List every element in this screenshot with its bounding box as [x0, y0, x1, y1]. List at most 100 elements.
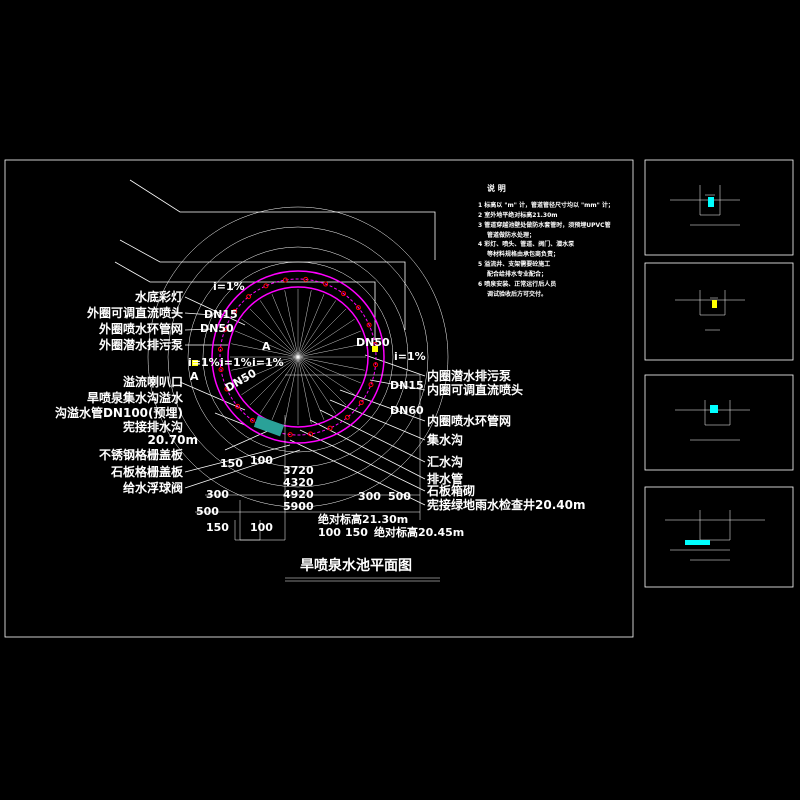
- label-elevation: 20.70m: [148, 433, 198, 447]
- slope: i=1%: [394, 350, 426, 363]
- pipe-size: DN15: [390, 379, 424, 392]
- spoke-line: [297, 356, 355, 395]
- dimension: 100: [250, 521, 273, 534]
- label-stone-masonry: 石板箱砌: [426, 483, 475, 498]
- nozzle-marker: [282, 277, 288, 283]
- spoke-line: [297, 356, 347, 406]
- dimensions: 150 100 3720 4320 4920 5900 300 500 300 …: [196, 454, 464, 539]
- label-overflow-pipe: 沟溢水管DN100(预埋): [55, 405, 183, 420]
- nozzle-marker: [368, 382, 374, 388]
- spoke-line: [297, 343, 365, 358]
- nozzle-marker: [249, 417, 255, 423]
- nozzle-marker: [373, 362, 379, 368]
- note-line: 5 溢流井、支架需要砼施工: [478, 260, 550, 268]
- label-float-valve: 给水浮球阀: [123, 480, 183, 495]
- detail-sketches: [665, 185, 765, 561]
- label-inner-pump: 内圈潜水排污泵: [427, 368, 511, 383]
- spoke-line: [284, 290, 299, 358]
- label-outer-pump: 外圈潜水排污泵: [99, 337, 183, 352]
- pipe-size: DN60: [390, 404, 424, 417]
- dimension: 150: [345, 526, 368, 539]
- pipe-labels: DN15 DN50 DN50 DN50 DN15 DN60 i=1% i=1% …: [188, 280, 426, 417]
- dimension: 300: [358, 490, 381, 503]
- spoke-line: [260, 300, 299, 358]
- label-drain-ditch: 宪接排水沟: [123, 419, 183, 434]
- nozzle-marker: [224, 386, 230, 392]
- nozzle-marker: [341, 291, 347, 297]
- label-trench-overflow: 旱喷泉集水沟溢水: [87, 390, 184, 405]
- nozzle-marker: [358, 400, 364, 406]
- nozzle-marker: [323, 281, 329, 287]
- nozzle-marker: [246, 294, 252, 300]
- slope: i=1%: [220, 356, 252, 369]
- pipe-size: DN50: [356, 336, 390, 349]
- note-line: 配合给排水专业配合；: [487, 270, 547, 278]
- slope: i=1%: [188, 356, 220, 369]
- label-inner-ring-pipe: 内圈喷水环管网: [427, 413, 511, 428]
- dimension: 5900: [283, 500, 314, 513]
- pipe-size: DN15: [204, 308, 238, 321]
- label-collect-trench: 集水沟: [426, 432, 463, 447]
- nozzle-marker: [327, 425, 333, 431]
- nozzle-marker: [235, 403, 241, 409]
- elevation: 绝对标高20.45m: [374, 525, 464, 539]
- slope: i=1%: [213, 280, 245, 293]
- spoke-line: [241, 356, 299, 395]
- nozzle-marker: [366, 322, 372, 328]
- spoke-line: [235, 356, 299, 384]
- dimension: 4320: [283, 476, 314, 489]
- label-steel-grate: 不锈钢格栅盖板: [99, 447, 184, 462]
- notes-block: 说 明 1 标高以 "m" 计，管道管径尺寸均以 "mm" 计； 2 室外地平绝…: [478, 183, 614, 298]
- label-overflow-bell: 溢流喇叭口: [123, 374, 183, 389]
- nozzle-marker: [222, 326, 228, 332]
- label-underwater-lamp: 水底彩灯: [135, 289, 183, 304]
- spoke-line: [284, 356, 299, 424]
- nozzle-marker: [303, 276, 309, 282]
- detail-panel-3: [644, 374, 794, 471]
- spoke-line: [235, 330, 299, 358]
- dimension: 500: [388, 490, 411, 503]
- detail-panel-2: [644, 262, 794, 361]
- spoke-line: [231, 356, 299, 371]
- dimension: 3720: [283, 464, 314, 477]
- spoke-line: [297, 294, 325, 358]
- label-inner-nozzle: 内圈可调直流喷头: [427, 382, 523, 397]
- dimension: 100: [318, 526, 341, 539]
- dimension: 500: [196, 505, 219, 518]
- note-line: 6 喷泉安装、正常运行后人员: [478, 280, 556, 288]
- spoke-line: [249, 308, 299, 358]
- dimension: 300: [206, 488, 229, 501]
- spoke-line: [297, 319, 355, 358]
- label-sump-trench: 汇水沟: [427, 454, 463, 469]
- drawing-title: 旱喷泉水池平面图: [300, 557, 412, 574]
- spoke-line: [241, 319, 299, 358]
- title-underline: [285, 577, 440, 582]
- fountain-pool-plan: [147, 206, 449, 541]
- spoke-line: [260, 356, 299, 414]
- detail-panel-4: [644, 486, 794, 588]
- spoke-line: [297, 356, 325, 420]
- spoke-line: [297, 356, 361, 384]
- pipe-size: DN50: [223, 366, 259, 394]
- nozzle-marker: [232, 308, 238, 314]
- note-line: 2 室外地平绝对标高21.30m: [478, 211, 558, 219]
- spoke-line: [231, 343, 299, 358]
- note-line: 3 管道穿越池壁处做防水套管时，须预埋UPVC管: [478, 221, 611, 229]
- spoke-line: [271, 356, 299, 420]
- spoke-line: [271, 294, 299, 358]
- nozzle-marker: [287, 432, 293, 438]
- label-stone-grate: 石板格栅盖板: [110, 464, 184, 479]
- main-frame: [4, 159, 634, 638]
- slope: i=1%: [252, 356, 284, 369]
- notes-heading: 说 明: [487, 183, 506, 193]
- nozzle-marker: [217, 346, 223, 352]
- nozzle-marker: [218, 367, 224, 373]
- spoke-line: [297, 308, 347, 358]
- label-outer-nozzle: 外圈可调直流喷头: [87, 305, 183, 320]
- pipe-size: DN50: [200, 322, 234, 335]
- dimension: 4920: [283, 488, 314, 501]
- spoke-line: [249, 356, 299, 406]
- spoke-line: [297, 356, 336, 414]
- right-labels: 内圈潜水排污泵 内圈可调直流喷头 内圈喷水环管网 集水沟 汇水沟 排水管 石板箱…: [426, 368, 585, 512]
- section-mark: A: [262, 340, 271, 353]
